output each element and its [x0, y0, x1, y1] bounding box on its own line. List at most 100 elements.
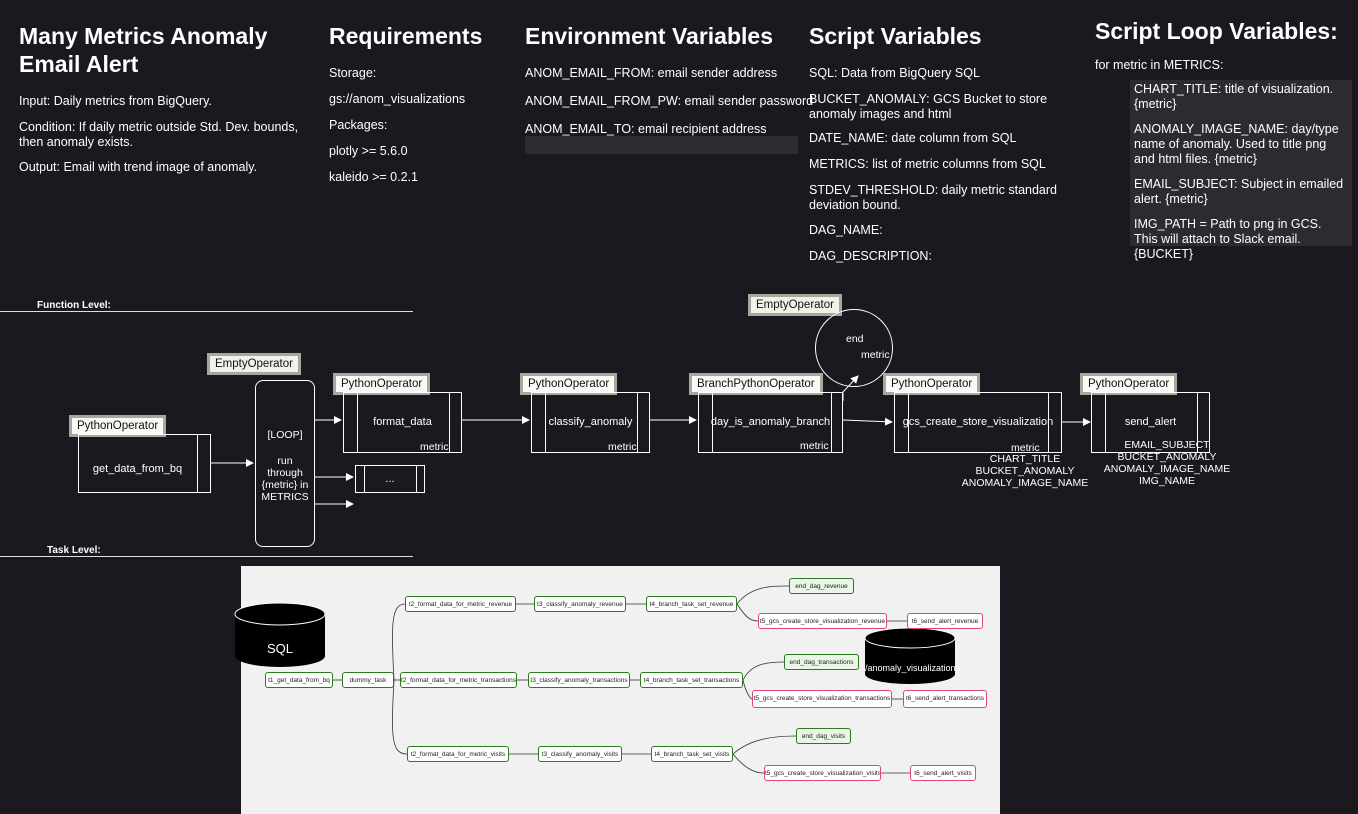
- box-bar: [357, 393, 358, 452]
- send-box: send_alert: [1091, 392, 1210, 453]
- task-node[interactable]: t6_send_alert_transactions: [903, 690, 987, 708]
- requirements-item: plotly >= 5.6.0: [329, 144, 408, 158]
- send-label: send_alert: [1124, 416, 1177, 428]
- task-node[interactable]: t6_send_alert_revenue: [907, 613, 983, 629]
- requirements-item: gs://anom_visualizations: [329, 92, 466, 106]
- box-bar: [831, 393, 832, 452]
- loop-text: run through {metric} in METRICS: [261, 455, 309, 503]
- branch-box: day_is_anomaly_branch metric: [698, 392, 843, 453]
- metric-param: metric: [608, 441, 637, 453]
- task-level-divider: [0, 556, 413, 557]
- task-node[interactable]: t4_branch_task_set_visits: [651, 746, 733, 762]
- requirements-item: Packages:: [329, 118, 388, 132]
- loop-title: Script Loop Variables:: [1095, 18, 1338, 44]
- task-node[interactable]: dummy_task: [342, 672, 394, 688]
- python-operator-badge: PythonOperator: [1080, 373, 1178, 395]
- script-item: BUCKET_ANOMALY: GCS Bucket to store anom…: [809, 92, 1048, 121]
- python-operator-badge: PythonOperator: [333, 373, 431, 395]
- loop-item: CHART_TITLE: title of visualization. {me…: [1134, 82, 1334, 111]
- env-item: ANOM_EMAIL_TO: email recipient address: [525, 122, 767, 136]
- task-node[interactable]: t2_format_data_for_metric_transactions: [400, 672, 517, 688]
- box-bar: [908, 393, 909, 452]
- send-param: IMG_NAME: [1138, 475, 1195, 487]
- script-item: DAG_DESCRIPTION:: [809, 249, 932, 263]
- loop-item: ANOMALY_IMAGE_NAME: day/type name of ano…: [1134, 122, 1339, 166]
- python-operator-badge: PythonOperator: [883, 373, 981, 395]
- function-level-divider: [0, 311, 413, 312]
- task-node[interactable]: end_dag_visits: [796, 728, 851, 744]
- python-operator-badge: PythonOperator: [69, 415, 167, 437]
- box-bar: [416, 466, 417, 492]
- task-node[interactable]: t3_classify_anomaly_visits: [538, 746, 622, 762]
- script-item: STDEV_THRESHOLD: daily metric standard d…: [809, 183, 1057, 212]
- task-node[interactable]: t5_gcs_create_store_visualization_transa…: [752, 690, 892, 708]
- format-data-box: format_data metric: [343, 392, 462, 453]
- script-title: Script Variables: [809, 23, 982, 49]
- loop-intro: for metric in METRICS:: [1095, 58, 1224, 72]
- end-metric-param: metric: [861, 349, 890, 361]
- task-node[interactable]: t1_get_data_from_bq: [265, 672, 333, 688]
- more-metrics-box: ...: [355, 465, 425, 493]
- empty-operator-badge: EmptyOperator: [207, 353, 301, 375]
- gcs-label: gcs_create_store_visualization: [902, 416, 1054, 428]
- box-bar: [1048, 393, 1049, 452]
- input-description: Input: Daily metrics from BigQuery.: [19, 94, 212, 108]
- env-item: ANOM_EMAIL_FROM: email sender address: [525, 66, 778, 80]
- task-node[interactable]: t2_format_data_for_metric_revenue: [405, 596, 516, 612]
- requirements-item: Storage:: [329, 66, 377, 80]
- task-node[interactable]: t3_classify_anomaly_revenue: [534, 596, 626, 612]
- env-panel: [525, 136, 798, 154]
- loop-panel: [1130, 80, 1352, 246]
- loop-label: [LOOP]: [267, 429, 303, 441]
- bucket-database-icon: [864, 627, 956, 684]
- box-bar: [1105, 393, 1106, 452]
- box-bar: [712, 393, 713, 452]
- box-bar: [197, 435, 198, 492]
- script-item: DAG_NAME:: [809, 223, 883, 237]
- classify-box: classify_anomaly metric: [531, 392, 650, 453]
- gcs-box: gcs_create_store_visualization: [894, 392, 1062, 453]
- end-node: end metric: [815, 309, 893, 387]
- box-bar: [1197, 393, 1198, 452]
- task-node[interactable]: t6_send_alert_visits: [910, 765, 976, 781]
- branch-label: day_is_anomaly_branch: [710, 416, 831, 428]
- output-description: Output: Email with trend image of anomal…: [19, 160, 258, 174]
- task-node[interactable]: t4_branch_task_set_transactions: [640, 672, 743, 688]
- box-bar: [637, 393, 638, 452]
- python-operator-badge: PythonOperator: [520, 373, 618, 395]
- loop-box: [LOOP] run through {metric} in METRICS: [255, 380, 315, 547]
- script-item: SQL: Data from BigQuery SQL: [809, 66, 980, 80]
- end-label: end: [846, 333, 864, 345]
- requirements-item: kaleido >= 0.2.1: [329, 170, 418, 184]
- get-data-box: get_data_from_bq: [78, 434, 211, 493]
- gcs-param: CHART_TITLE: [989, 453, 1061, 465]
- sql-database-icon: [234, 602, 326, 667]
- loop-item: IMG_PATH = Path to png in GCS. This will…: [1134, 217, 1322, 261]
- ellipsis-label: ...: [385, 473, 395, 485]
- script-item: DATE_NAME: date column from SQL: [809, 131, 1017, 145]
- gcs-param: ANOMALY_IMAGE_NAME: [961, 477, 1089, 489]
- requirements-title: Requirements: [329, 23, 483, 49]
- classify-label: classify_anomaly: [548, 416, 633, 428]
- task-node[interactable]: t5_gcs_create_store_visualization_revenu…: [758, 613, 887, 629]
- task-node[interactable]: t5_gcs_create_store_visualization_visits: [764, 765, 881, 781]
- box-bar: [364, 466, 365, 492]
- branch-operator-badge: BranchPythonOperator: [689, 373, 823, 395]
- task-node[interactable]: end_dag_transactions: [784, 654, 859, 670]
- dag-graph: SQL /anomaly_visualizations t1_get_data_…: [234, 566, 1000, 814]
- box-bar: [449, 393, 450, 452]
- task-level-label: Task Level:: [47, 545, 101, 556]
- task-node[interactable]: t4_branch_task_set_revenue: [646, 596, 737, 612]
- bucket-label: /anomaly_visualizations: [865, 663, 961, 673]
- condition-description: Condition: If daily metric outside Std. …: [19, 120, 299, 149]
- env-item: ANOM_EMAIL_FROM_PW: email sender passwor…: [525, 94, 814, 108]
- sql-label: SQL: [266, 641, 293, 656]
- get-data-label: get_data_from_bq: [92, 463, 183, 475]
- dag-edges: [333, 585, 910, 774]
- gcs-param: metric: [1011, 442, 1040, 454]
- task-node[interactable]: t2_format_data_for_metric_visits: [407, 746, 509, 762]
- gcs-param: BUCKET_ANOMALY: [975, 465, 1075, 477]
- page-title: Many Metrics Anomaly Email Alert: [19, 23, 268, 77]
- task-node[interactable]: end_dag_revenue: [789, 578, 854, 594]
- task-node[interactable]: t3_classify_anomaly_transactions: [528, 672, 630, 688]
